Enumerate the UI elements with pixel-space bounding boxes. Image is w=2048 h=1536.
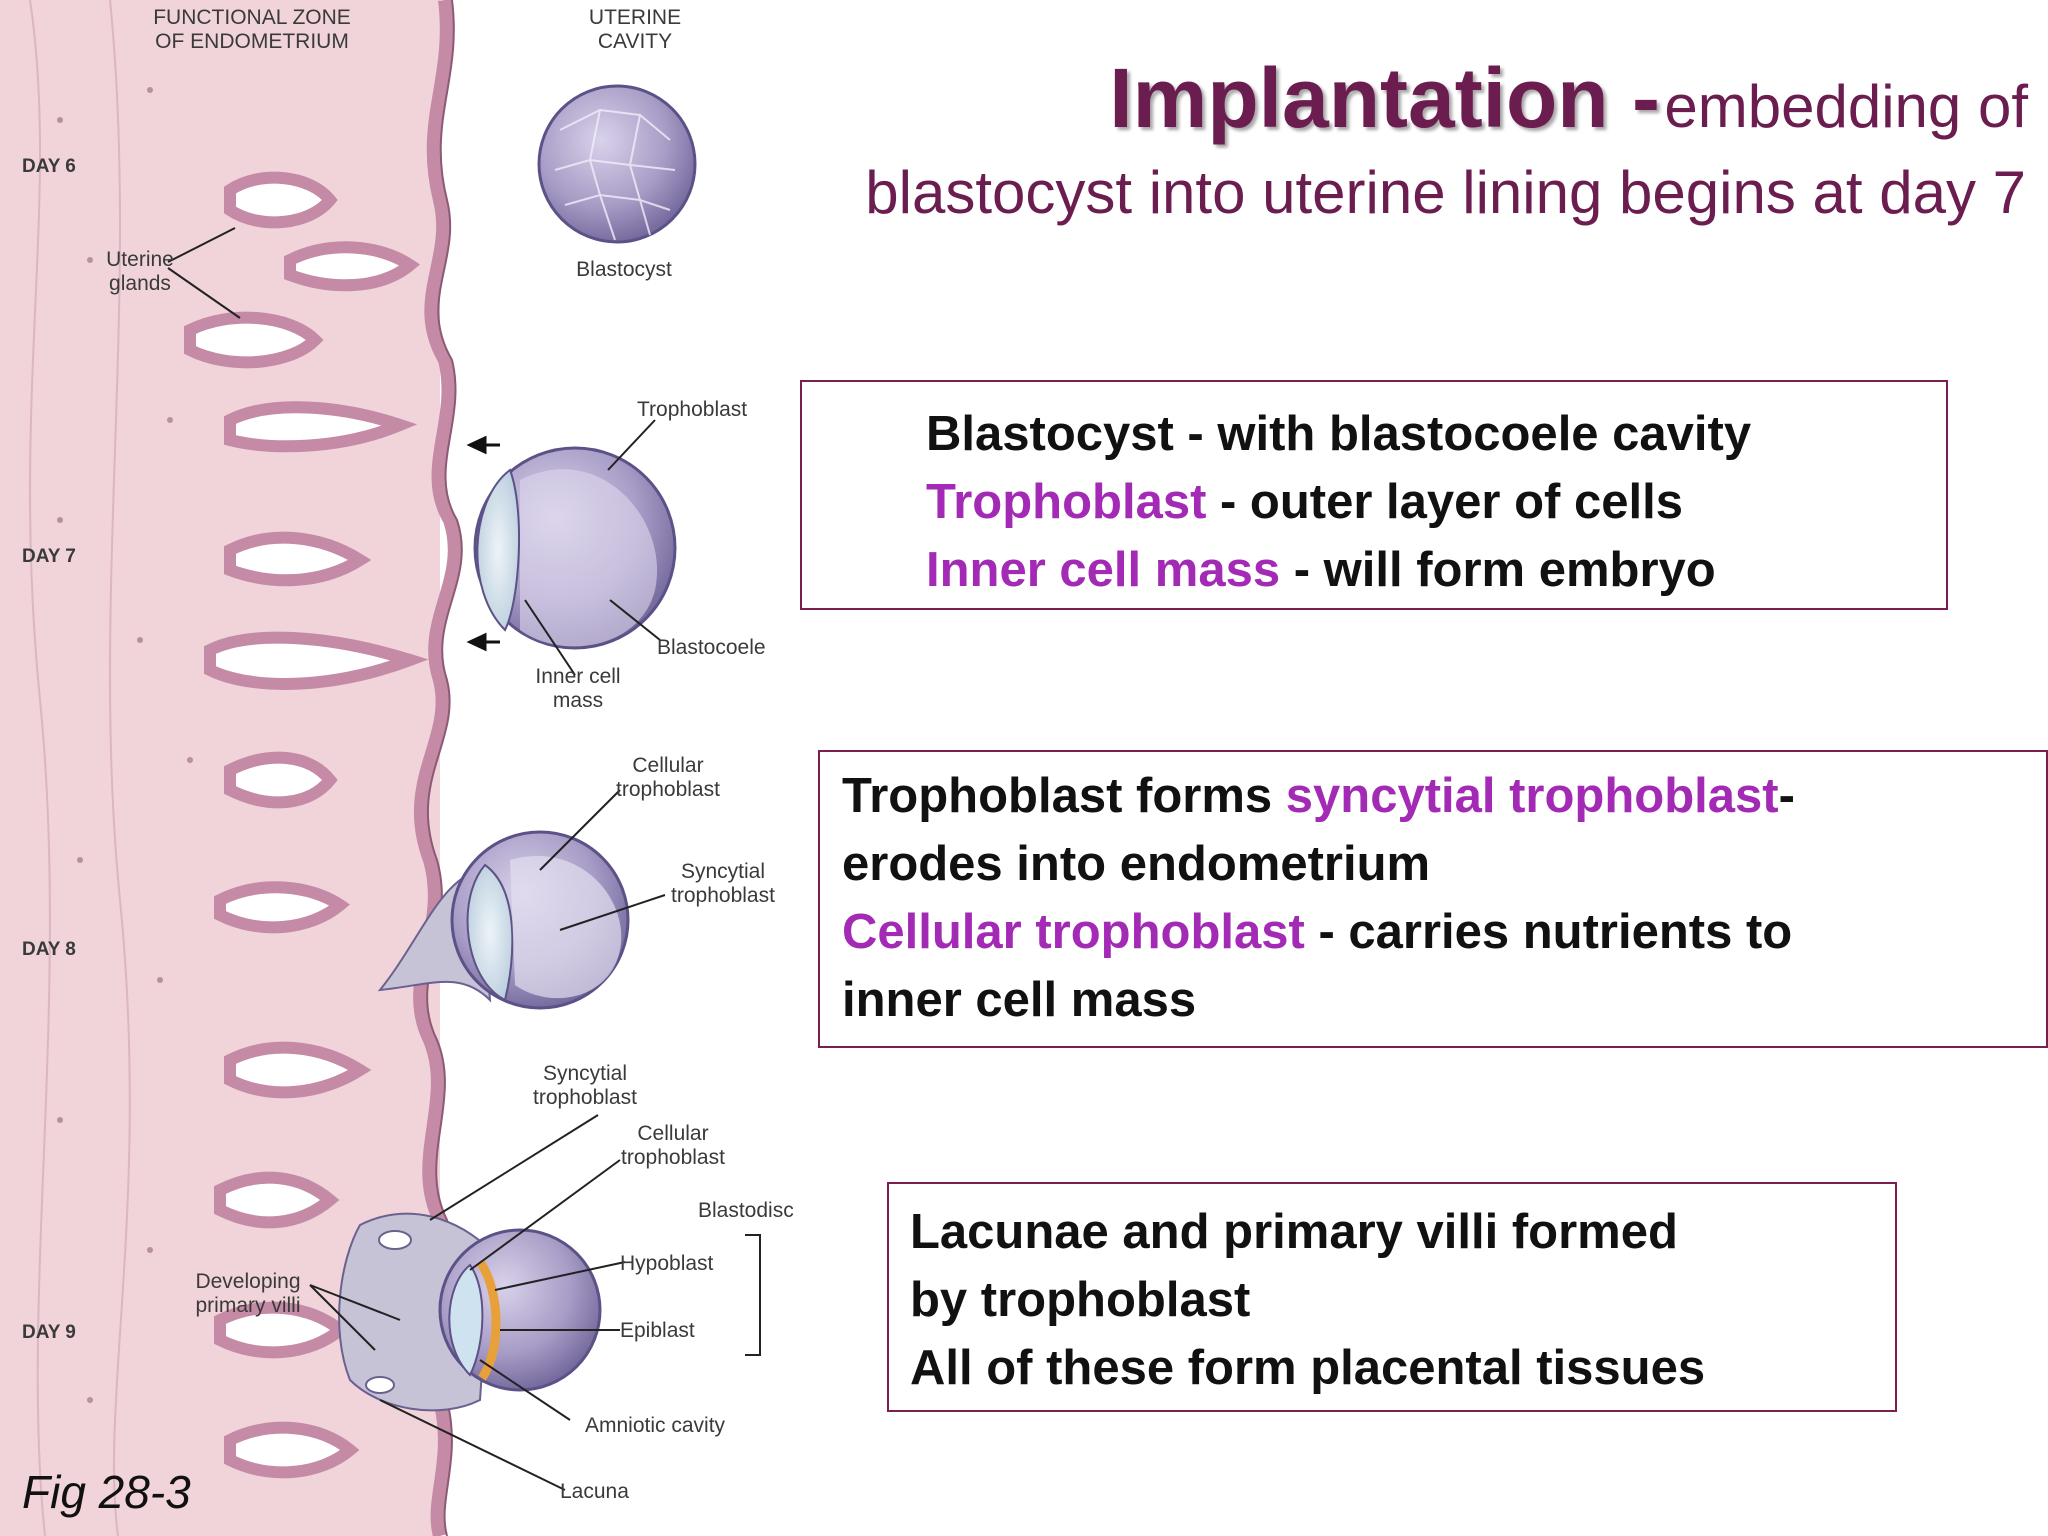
endometrium-tissue bbox=[0, 0, 440, 1536]
label-uterine-cavity-1: UTERINE bbox=[589, 6, 681, 29]
figure-reference: Fig 28-3 bbox=[22, 1466, 191, 1518]
label-syncytial-trophoblast-a-2: trophoblast bbox=[671, 884, 775, 907]
box2-line4: inner cell mass bbox=[842, 973, 1197, 1027]
term-inner-cell-mass: Inner cell mass bbox=[926, 543, 1281, 597]
label-trophoblast: Trophoblast bbox=[637, 398, 747, 421]
label-syncytial-trophoblast-a-1: Syncytial bbox=[681, 860, 765, 883]
box3-line2: by trophoblast bbox=[910, 1273, 1251, 1327]
label-inner-cell-mass-2: mass bbox=[553, 689, 603, 712]
label-cellular-trophoblast-a-1: Cellular bbox=[632, 754, 703, 777]
box2-line1-pre: Trophoblast forms bbox=[842, 769, 1286, 823]
label-syncytial-trophoblast-b-2: trophoblast bbox=[533, 1086, 637, 1109]
box2-line1: Trophoblast forms syncytial trophoblast- bbox=[842, 762, 2046, 830]
label-day7: DAY 7 bbox=[22, 546, 76, 567]
label-lacuna: Lacuna bbox=[560, 1480, 629, 1503]
arrows-day7 bbox=[466, 435, 500, 652]
implantation-diagram: FUNCTIONAL ZONE OF ENDOMETRIUM UTERINE C… bbox=[0, 0, 794, 1536]
label-blastodisc: Blastodisc bbox=[698, 1199, 794, 1222]
label-hypoblast: Hypoblast bbox=[620, 1252, 714, 1275]
box1-line3-rest: - will form embryo bbox=[1280, 543, 1716, 597]
box2-line2: erodes into endometrium bbox=[842, 837, 1431, 891]
box3-line3: All of these form placental tissues bbox=[910, 1341, 1706, 1395]
label-developing-villi-2: primary villi bbox=[196, 1294, 301, 1317]
label-uterine-glands-1: Uterine bbox=[106, 248, 174, 271]
label-day6: DAY 6 bbox=[22, 156, 76, 177]
label-uterine-cavity-2: CAVITY bbox=[598, 30, 672, 53]
box1-line3: Inner cell mass - will form embryo bbox=[926, 536, 1946, 604]
term-syncytial-trophoblast: syncytial trophoblast bbox=[1285, 769, 1779, 823]
title-line1: Implantation - embedding of bbox=[1109, 50, 2028, 147]
label-functional-zone-1: FUNCTIONAL ZONE bbox=[153, 6, 351, 29]
label-blastocoele: Blastocoele bbox=[657, 636, 766, 659]
label-epiblast: Epiblast bbox=[620, 1319, 695, 1342]
box2-line3-rest: - carries nutrients to bbox=[1304, 905, 1793, 959]
label-developing-villi-1: Developing bbox=[195, 1270, 300, 1293]
label-cellular-trophoblast-b-1: Cellular bbox=[637, 1122, 708, 1145]
label-day9: DAY 9 bbox=[22, 1322, 76, 1343]
box2-line1-post: - bbox=[1778, 769, 1795, 823]
info-box-trophoblast: Trophoblast forms syncytial trophoblast-… bbox=[818, 750, 2048, 1048]
info-box-lacunae: Lacunae and primary villi formed by trop… bbox=[887, 1182, 1897, 1412]
label-cellular-trophoblast-a-2: trophoblast bbox=[616, 778, 720, 801]
label-uterine-glands-2: glands bbox=[109, 272, 171, 295]
page-title: Implantation - bbox=[1109, 51, 1660, 145]
inner-cell-mass-day7 bbox=[476, 468, 521, 632]
title-subtitle-part2: blastocyst into uterine lining begins at… bbox=[865, 159, 2026, 226]
label-cellular-trophoblast-b-2: trophoblast bbox=[621, 1146, 725, 1169]
box3-line1: Lacunae and primary villi formed bbox=[910, 1205, 1678, 1259]
term-trophoblast: Trophoblast bbox=[926, 475, 1207, 529]
label-functional-zone-2: OF ENDOMETRIUM bbox=[155, 30, 349, 53]
label-syncytial-trophoblast-b-1: Syncytial bbox=[543, 1062, 627, 1085]
label-amniotic-cavity: Amniotic cavity bbox=[585, 1414, 726, 1437]
uterine-glands bbox=[184, 171, 429, 1479]
label-blastocyst: Blastocyst bbox=[576, 258, 672, 281]
box2-line3: Cellular trophoblast - carries nutrients… bbox=[842, 898, 2046, 966]
term-cellular-trophoblast: Cellular trophoblast bbox=[842, 905, 1305, 959]
label-day8: DAY 8 bbox=[22, 939, 76, 960]
box1-line2: Trophoblast - outer layer of cells bbox=[926, 468, 1946, 536]
label-inner-cell-mass-1: Inner cell bbox=[535, 665, 620, 688]
box1-line2-rest: - outer layer of cells bbox=[1206, 475, 1683, 529]
title-subtitle-part1: embedding of bbox=[1664, 73, 2028, 140]
info-box-blastocyst: Blastocyst - with blastocoele cavity Tro… bbox=[800, 380, 1948, 610]
blastodisc bbox=[448, 1263, 484, 1377]
box1-line1: Blastocyst - with blastocoele cavity bbox=[926, 407, 1752, 461]
